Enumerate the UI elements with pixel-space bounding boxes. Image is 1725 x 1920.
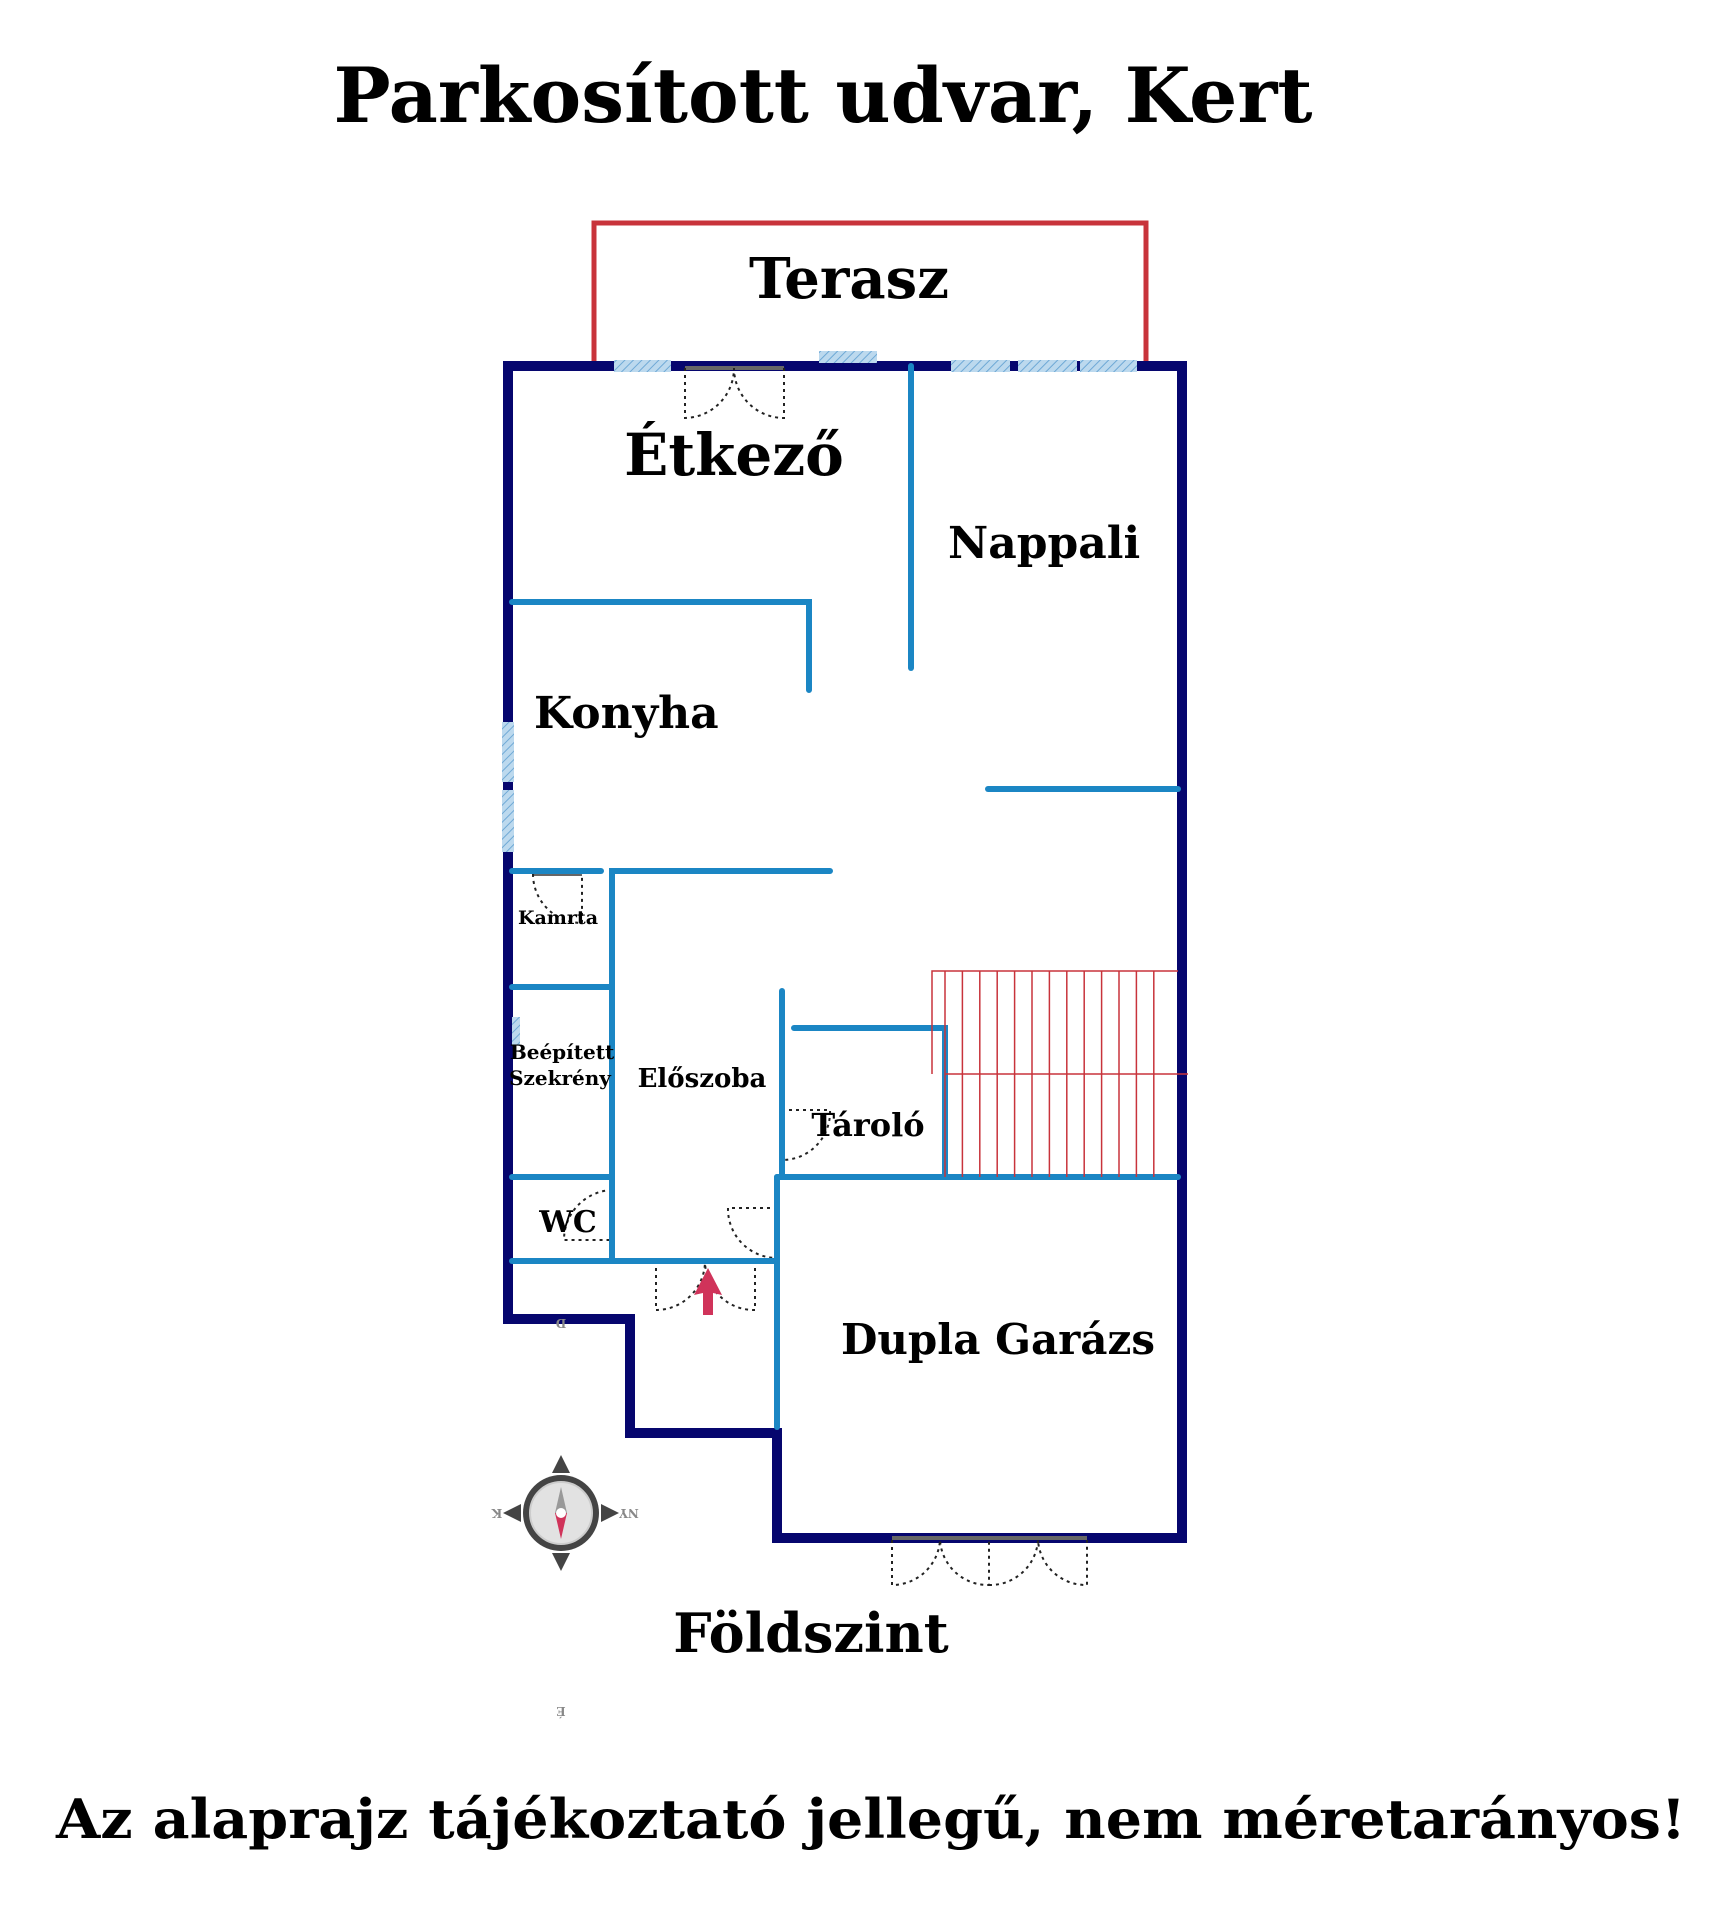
inner-walls — [509, 363, 1181, 1430]
room-label-pantry: Kamrta — [518, 907, 598, 929]
compass-south: D — [556, 1316, 566, 1330]
room-label-storage: Tároló — [811, 1106, 924, 1144]
staircase — [931, 970, 1188, 1177]
room-label-terrace: Terasz — [749, 246, 949, 312]
floor-label: Földszint — [673, 1601, 949, 1665]
compass-east: K — [491, 1506, 502, 1520]
page-title: Parkosított udvar, Kert — [334, 51, 1313, 140]
entrance-arrow-icon — [694, 1268, 722, 1315]
windows — [502, 351, 1137, 1045]
room-label-wc: WC — [538, 1205, 597, 1240]
outer-wall — [503, 361, 1187, 1543]
room-label-wardrobe-2: Szekrény — [509, 1066, 612, 1090]
room-label-hall: Előszoba — [638, 1064, 767, 1094]
terrace-outline — [591, 220, 1149, 366]
room-label-garage: Dupla Garázs — [841, 1315, 1155, 1364]
room-label-living: Nappali — [948, 518, 1140, 569]
room-label-kitchen: Konyha — [534, 688, 719, 739]
compass-west: NY — [619, 1506, 639, 1520]
room-label-wardrobe: Beépített — [510, 1040, 615, 1064]
room-label-dining: Étkező — [624, 421, 844, 489]
compass-icon: D É K NY — [491, 1316, 639, 1719]
compass-north: É — [556, 1704, 565, 1719]
disclaimer: Az alaprajz tájékoztató jellegű, nem mér… — [55, 1787, 1686, 1851]
